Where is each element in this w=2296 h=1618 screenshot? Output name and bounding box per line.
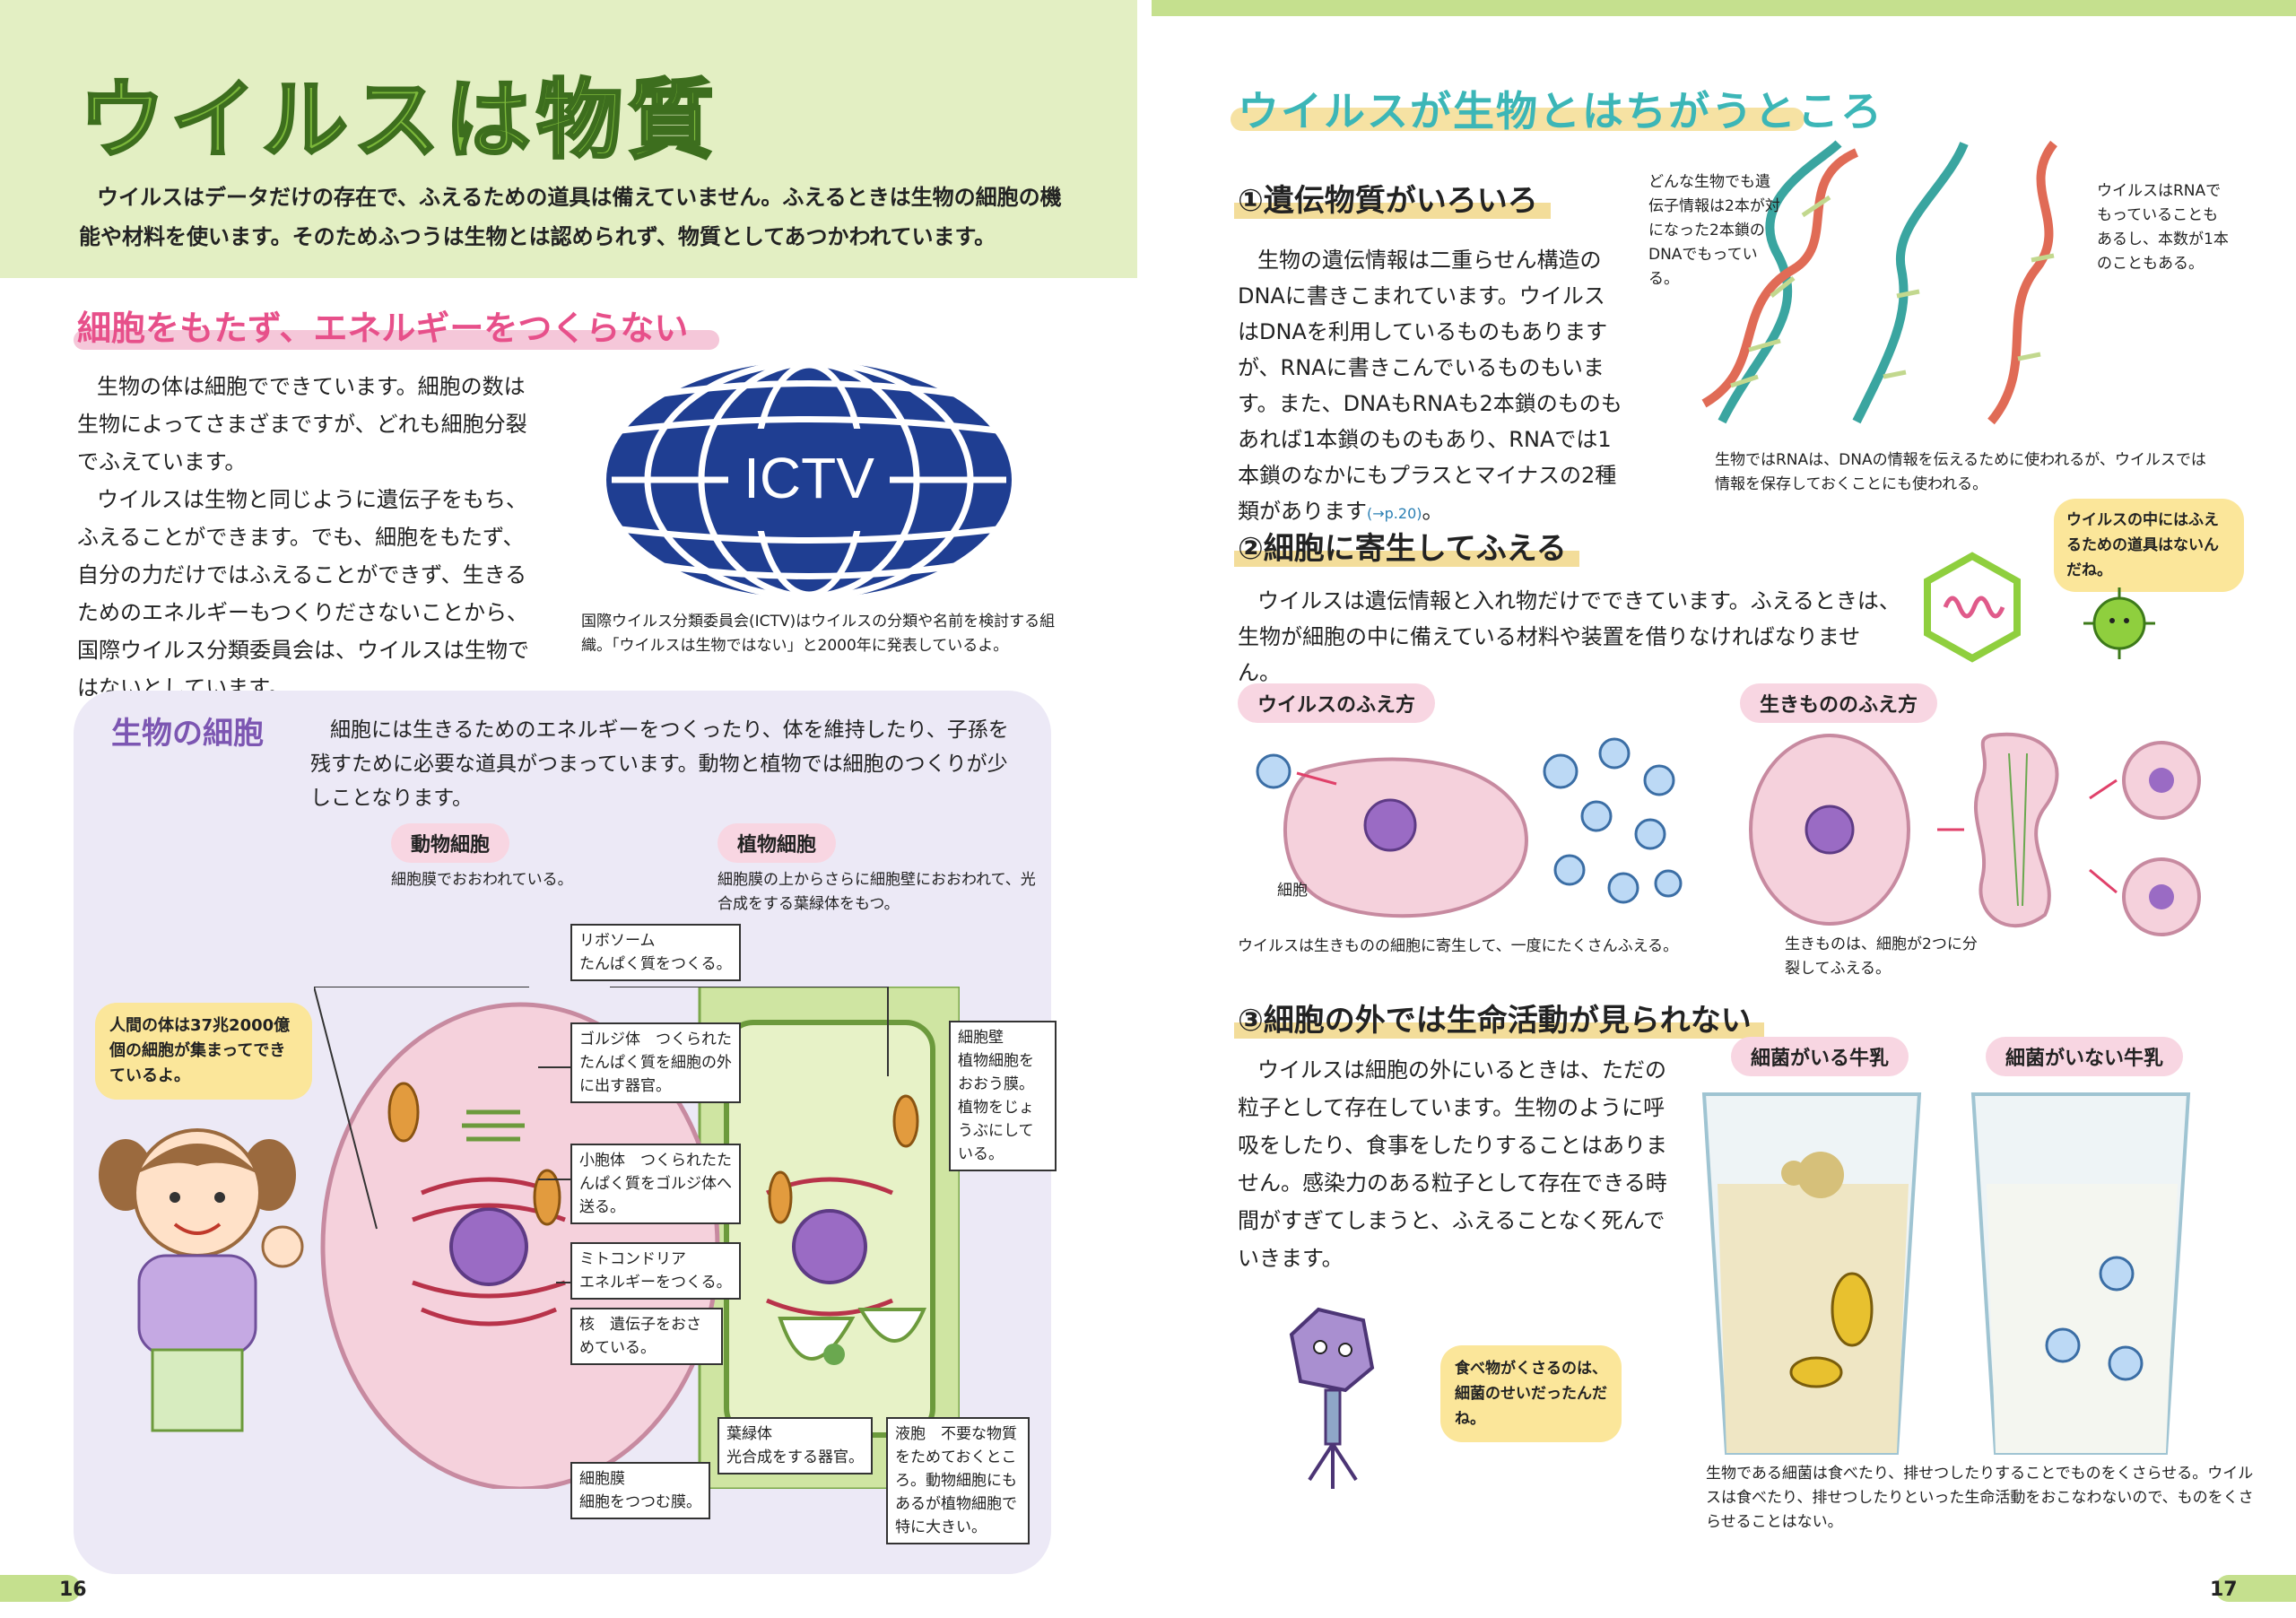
milk-with-bacteria-tag: 細菌がいる牛乳 [1731, 1037, 1909, 1076]
section-heading: 細胞をもたず、エネルギーをつくらない [77, 309, 689, 348]
paragraph-1: 生物の遺伝情報は二重らせん構造のDNAに書きこまれています。ウイルスはDNAを利… [1238, 242, 1623, 532]
cell-division-caption: 生きものは、細胞が2つに分裂してふえる。 [1785, 935, 1978, 978]
ictv-wordmark: ICTV [744, 446, 874, 510]
cell-label: 細胞 [1277, 882, 1308, 900]
cell-division-tag: 生きもののふえ方 [1740, 683, 1938, 723]
animal-cell-tag: 動物細胞 [391, 823, 510, 863]
virus-replication-illustration [1256, 737, 1683, 918]
heading-highlight [74, 330, 719, 350]
page-ref[interactable]: (→p.20) [1367, 505, 1422, 522]
girl-illustration [99, 1128, 304, 1432]
page-tab-left [0, 1575, 81, 1602]
phage-illustration [1289, 1307, 1375, 1489]
animal-cell-desc: 細胞膜でおおわれている。 [391, 871, 573, 889]
heading-1: ①遺伝物質がいろいろ [1234, 176, 1551, 220]
girl-speech-bubble: 人間の体は37兆2000億個の細胞が集まってできているよ。 [95, 1003, 312, 1100]
right-heading-highlight [1231, 108, 1805, 131]
milk-caption: 生物である細菌は食べたり、排せつしたりすることでものをくさらせる。ウイルスは食べ… [1706, 1465, 2254, 1531]
label-ribosome: リボソーム たんぱく質をつくる。 [570, 924, 741, 981]
intro-text: ウイルスはデータだけの存在で、ふえるための道具は備えていません。ふえるときは生物… [79, 185, 1062, 249]
label-er: 小胞体 つくられたたんぱく質をゴルジ体へ送る。 [570, 1144, 741, 1224]
cell-heading: 生物の細胞 [111, 716, 264, 752]
heading-3: ③細胞の外では生命活動が見られない [1234, 996, 1764, 1040]
section-paragraph-1: 生物の体は細胞でできています。細胞の数は生物によってさまざまですが、どれも細胞分… [77, 374, 527, 474]
heading-2-text: ②細胞に寄生してふえる [1234, 531, 1579, 567]
dna-note-right: ウイルスはRNAでもっていることもあるし、本数が1本のこともある。 [2097, 182, 2229, 273]
right-heading: ウイルスが生物とはちがうところ [1238, 87, 1883, 135]
label-chloroplast: 葉緑体 光合成をする器官。 [718, 1417, 873, 1474]
label-membrane: 細胞膜 細胞をつつむ膜。 [570, 1462, 710, 1519]
label-golgi: ゴルジ体 つくられたたんぱく質を細胞の外に出す器官。 [570, 1022, 741, 1103]
heading-2: ②細胞に寄生してふえる [1234, 524, 1579, 568]
virus-replication-caption: ウイルスは生きものの細胞に寄生して、一度にたくさんふえる。 [1238, 937, 1679, 955]
paragraph-2: ウイルスは遺伝情報と入れ物だけでできています。ふえるときは、生物が細胞の中に備え… [1238, 588, 1900, 685]
milk-without-bacteria-tag: 細菌がいない牛乳 [1986, 1037, 2184, 1076]
plant-cell-desc: 細胞膜の上からさらに細胞壁におおわれて、光合成をする葉緑体をもつ。 [718, 871, 1036, 913]
ictv-logo: ICTV [606, 359, 1012, 601]
top-strip-right [1152, 0, 2296, 16]
plant-cell-tag: 植物細胞 [718, 823, 837, 863]
ictv-caption: 国際ウイルス分類委員会(ICTV)はウイルスの分類や名前を検討する組織。「ウイル… [581, 613, 1056, 655]
dna-illustration [1701, 140, 2058, 425]
milk-glasses-illustration [1701, 1092, 2191, 1455]
title-band [0, 0, 1137, 278]
bacteria-speech-bubble: 食べ物がくさるのは、細菌のせいだったんだね。 [1440, 1345, 1622, 1442]
page-number-left: 16 [59, 1579, 87, 1601]
dna-caption: 生物ではRNAは、DNAの情報を伝えるために使われるが、ウイルスでは情報を保存し… [1715, 451, 2206, 493]
paragraph-3: ウイルスは細胞の外にいるときは、ただの粒子として存在しています。生物のように呼吸… [1238, 1057, 1668, 1271]
page-number-right: 17 [2210, 1579, 2238, 1601]
cell-illustration [314, 987, 960, 1489]
label-cell-wall: 細胞壁 植物細胞をおおう膜。植物をじょうぶにしている。 [949, 1021, 1057, 1171]
virus-structure-icon [1924, 552, 2021, 663]
paragraph-1-end: 。 [1422, 499, 1444, 524]
label-vacuole: 液胞 不要な物質をためておくところ。動物細胞にもあるが植物細胞で特に大きい。 [886, 1417, 1030, 1544]
paragraph-1-text: 生物の遺伝情報は二重らせん構造のDNAに書きこまれています。ウイルスはDNAを利… [1238, 248, 1622, 524]
virus-speech-bubble: ウイルスの中にはふえるための道具はないんだね。 [2054, 499, 2244, 592]
heading-3-text: ③細胞の外では生命活動が見られない [1234, 1003, 1764, 1039]
cell-description: 細胞には生きるためのエネルギーをつくったり、体を維持したり、子孫を残すために必要… [310, 718, 1009, 810]
dna-note-left: どんな生物でも遺伝子情報は2本が対になった2本鎖のDNAでもっている。 [1648, 173, 1780, 288]
cell-division-illustration [1749, 732, 2201, 936]
heading-1-text: ①遺伝物質がいろいろ [1234, 183, 1551, 219]
label-mitochondria: ミトコンドリア エネルギーをつくる。 [570, 1242, 741, 1300]
page-tab-right [2215, 1575, 2296, 1602]
virus-character-icon [2083, 587, 2155, 659]
page-title: ウイルスは物質 [78, 69, 719, 172]
label-nucleus: 核 遺伝子をおさめている。 [570, 1308, 723, 1365]
section-paragraph-2: ウイルスは生物と同じように遺伝子をもち、ふえることができます。でも、細胞をもたず… [77, 487, 529, 700]
virus-replication-tag: ウイルスのふえ方 [1238, 683, 1436, 723]
